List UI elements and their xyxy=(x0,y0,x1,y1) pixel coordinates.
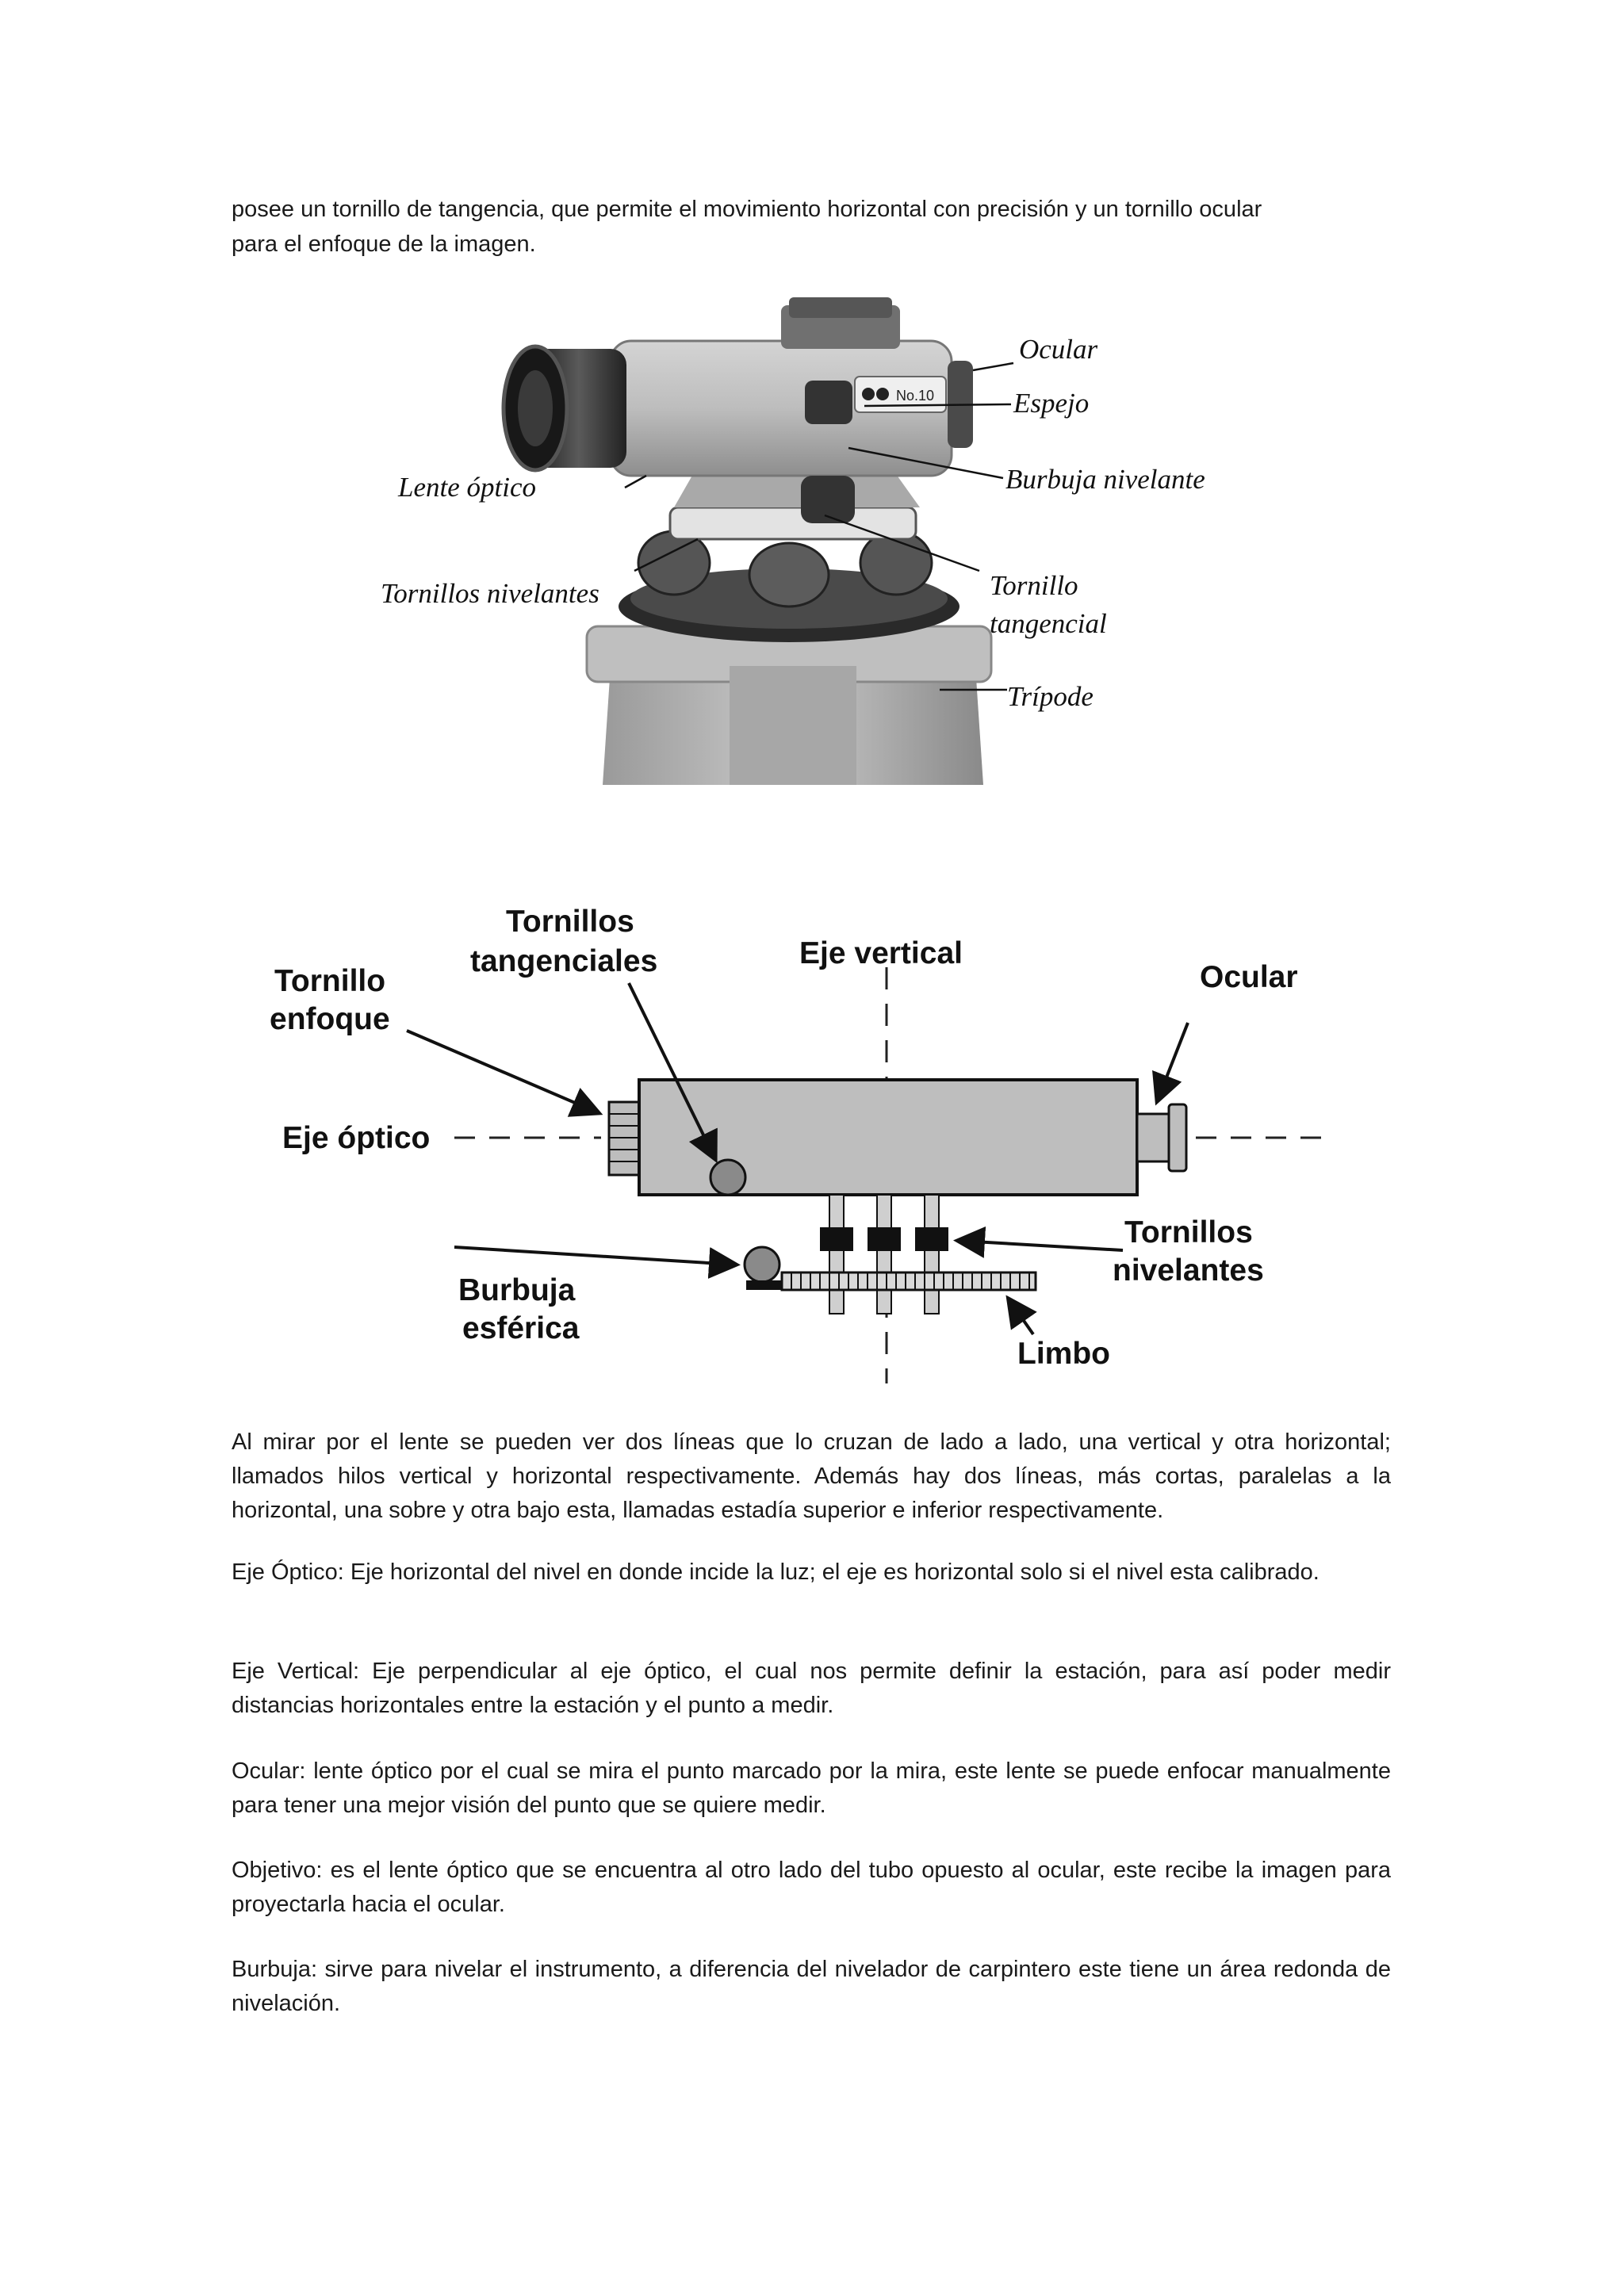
level-instrument-drawing: No.10 xyxy=(504,297,991,785)
label-limbo: Limbo xyxy=(1017,1337,1110,1371)
level-photo-figure: No.10 Ocular Espejo Burbuja nivelante Le… xyxy=(373,293,1269,785)
label-eje-vertical: Eje vertical xyxy=(799,936,963,970)
label-tornillos-nivelantes-2: nivelantes xyxy=(1113,1253,1264,1288)
label-tornillo-enfoque-2: enfoque xyxy=(270,1002,390,1036)
paragraph-eje-optico: Eje Óptico: Eje horizontal del nivel en … xyxy=(232,1556,1391,1590)
label-tornillos-nivelantes-1: Tornillos xyxy=(1124,1215,1253,1249)
label-tornillo-enfoque-1: Tornillo xyxy=(274,964,385,998)
label-tornillos-nivelantes-photo: Tornillos nivelantes xyxy=(381,578,599,609)
label-burbuja-esferica-2: esférica xyxy=(462,1311,580,1345)
label-espejo: Espejo xyxy=(1013,388,1089,419)
label-burbuja-esferica-1: Burbuja xyxy=(458,1273,576,1307)
focus-knob-drawing xyxy=(609,1102,639,1175)
label-burbuja-nivelante: Burbuja nivelante xyxy=(1005,464,1205,495)
label-ocular-photo: Ocular xyxy=(1019,334,1098,365)
paragraph-eje-vertical: Eje Vertical: Eje perpendicular al eje ó… xyxy=(232,1655,1391,1723)
paragraph-objetivo: Objetivo: es el lente óptico que se encu… xyxy=(232,1854,1391,1922)
spherical-bubble-drawing xyxy=(745,1247,779,1282)
eyepiece-drawing xyxy=(1137,1114,1169,1161)
label-tornillo-tangencial-1: Tornillo xyxy=(990,570,1078,601)
tangent-screw-drawing xyxy=(710,1160,745,1195)
label-tornillos-tangenciales-1: Tornillos xyxy=(506,905,634,939)
label-tornillo-tangencial-2: tangencial xyxy=(990,608,1107,639)
label-tripode: Trípode xyxy=(1007,681,1094,712)
level-schematic-figure: Tornillos tangenciales Eje vertical Torn… xyxy=(236,892,1346,1387)
label-ocular-diagram: Ocular xyxy=(1200,960,1298,994)
plate-text: No.10 xyxy=(896,388,934,404)
paragraph-burbuja: Burbuja: sirve para nivelar el instrumen… xyxy=(232,1953,1391,2021)
label-eje-optico: Eje óptico xyxy=(282,1121,430,1155)
intro-line-2: para el enfoque de la imagen. xyxy=(232,228,1391,262)
label-tornillos-tangenciales-2: tangenciales xyxy=(470,944,657,978)
paragraph-hilos: Al mirar por el lente se pueden ver dos … xyxy=(232,1425,1391,1528)
paragraph-ocular: Ocular: lente óptico por el cual se mira… xyxy=(232,1755,1391,1823)
leveling-screws-drawing xyxy=(820,1195,948,1314)
label-lente-optico: Lente óptico xyxy=(397,472,536,503)
limbo-plate-drawing xyxy=(782,1272,1036,1290)
intro-line-1: posee un tornillo de tangencia, que perm… xyxy=(232,193,1391,227)
